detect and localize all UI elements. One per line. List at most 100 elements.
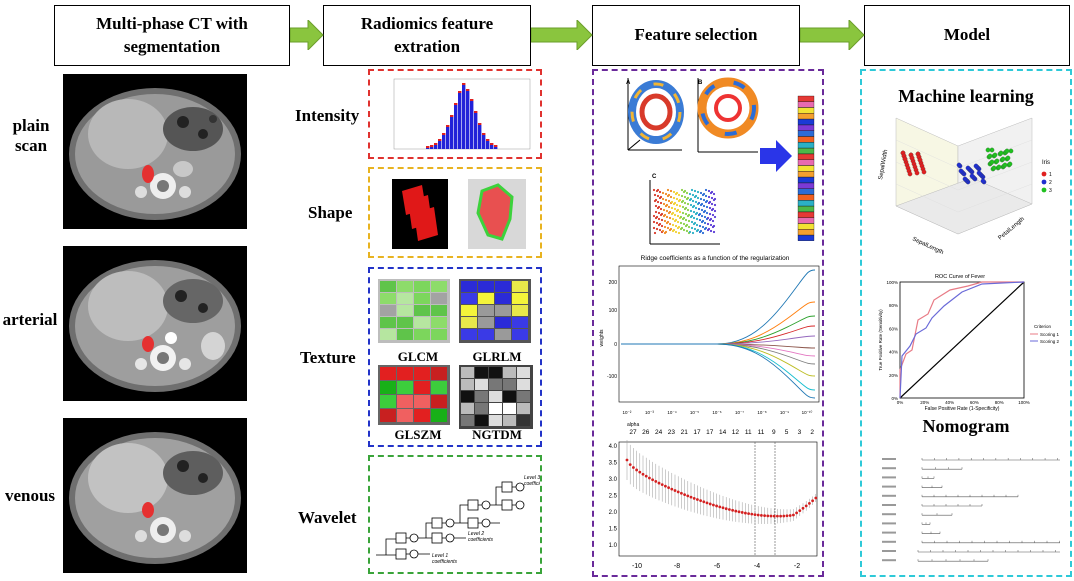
lasso-mean-point: [782, 514, 786, 518]
embedding-point: [665, 209, 669, 213]
svg-text:coefficients: coefficients: [468, 537, 494, 543]
ct-label-venous: venous: [4, 486, 56, 505]
unrolled-embedding-c: [649, 180, 720, 245]
lasso-xtick: -6: [714, 563, 720, 570]
embedding-point: [707, 189, 711, 193]
matrix-cell: [475, 379, 488, 390]
embedding-point: [695, 211, 699, 215]
embedding-point: [705, 211, 709, 215]
embedding-point: [671, 223, 675, 227]
svg-text:2: 2: [1049, 180, 1052, 186]
ridge-xtick: 10⁻⁹: [780, 410, 789, 415]
lasso-mean-point: [712, 503, 715, 507]
embedding-point: [652, 220, 656, 224]
embedding-point: [674, 218, 678, 222]
embedding-point: [692, 204, 696, 208]
matrix-cell: [512, 329, 528, 340]
matrix-cell: [397, 395, 413, 408]
embedding-point: [694, 200, 698, 204]
embedding-point: [680, 194, 684, 198]
embedding-point: [689, 203, 693, 207]
scatter-point: [1007, 161, 1013, 167]
scatter-point: [969, 173, 975, 179]
scatter-point: [958, 168, 964, 174]
embedding-point: [676, 214, 680, 218]
embedding-point: [706, 216, 710, 220]
matrix-cell: [431, 381, 447, 394]
ridge-title: Ridge coefficients as a function of the …: [641, 255, 790, 262]
matrix-cell: [414, 281, 430, 292]
lasso-mean-point: [795, 511, 798, 515]
feature-strip-cell: [797, 119, 815, 125]
ridge-xtick: 10⁻⁸: [757, 410, 766, 415]
embedding-point: [703, 221, 707, 225]
embedding-point: [683, 201, 687, 205]
roc-legend: Criterion Scoring 1 Scoring 2: [1030, 324, 1060, 344]
embedding-point: [684, 206, 688, 210]
matrix-cell: [431, 367, 447, 380]
histogram-bar: [494, 147, 498, 149]
lasso-mean-point: [641, 472, 645, 476]
matrix-cell: [489, 379, 502, 390]
histogram-bar-cap: [486, 139, 490, 141]
scatter-point: [996, 164, 1002, 170]
lasso-mean-point: [785, 514, 789, 518]
ridge-ylabel: weights: [599, 329, 605, 346]
lasso-mean-point: [724, 507, 728, 511]
ridge-xtick: 10⁻⁴: [667, 410, 676, 415]
matrix-cell: [478, 293, 494, 304]
embedding-point: [701, 219, 705, 223]
lasso-mean-point: [651, 478, 654, 482]
embedding-point: [684, 218, 688, 222]
lasso-mean-point: [721, 506, 725, 510]
ridge-xtick: 10⁻¹⁰: [802, 410, 813, 415]
selected-feature-strip: [797, 95, 815, 241]
scatter-point: [914, 170, 920, 176]
lasso-mean-point: [667, 486, 670, 490]
glrlm-matrix: [459, 279, 531, 343]
lasso-top-tick: 9: [772, 429, 776, 436]
lasso-mean-point: [702, 500, 706, 504]
embedding-point: [708, 212, 712, 216]
roc-xtick: 0%: [897, 400, 904, 405]
embedding-point: [654, 210, 658, 214]
embedding-point: [681, 205, 685, 209]
embedding-point: [713, 197, 717, 201]
embedding-point: [669, 195, 673, 199]
scatter-point: [907, 171, 913, 177]
embedding-point: [698, 218, 702, 222]
embedding-point: [681, 199, 685, 203]
swiss-roll-a: [627, 78, 684, 151]
embedding-point: [656, 200, 660, 204]
lasso-mean-point: [648, 476, 651, 480]
embedding-point: [700, 208, 704, 212]
lasso-mean-point: [718, 505, 722, 509]
lasso-mean-point: [664, 484, 667, 488]
embedding-point: [666, 226, 670, 230]
embedding-point: [677, 231, 681, 235]
texture-label-ngtdm: NGTDM: [472, 427, 522, 442]
lasso-mean-point: [756, 513, 760, 517]
embedding-point: [712, 230, 716, 234]
embedding-point: [705, 205, 709, 209]
scatter-point: [917, 157, 923, 163]
embedding-point: [692, 210, 696, 214]
embedding-point: [664, 192, 668, 196]
lasso-top-tick: 5: [785, 429, 789, 436]
lasso-top-tick: 14: [719, 429, 727, 436]
embedding-point: [687, 219, 691, 223]
intensity-panel: [368, 69, 542, 159]
matrix-cell: [475, 415, 488, 426]
embedding-point: [700, 202, 704, 206]
lasso-mean-point: [798, 509, 802, 513]
svg-text:coefficients: coefficients: [432, 559, 458, 565]
histogram-bar: [430, 147, 434, 149]
embedding-point: [685, 191, 689, 195]
histogram-bar: [490, 145, 494, 149]
nomogram-figure: [882, 458, 1060, 562]
embedding-point: [704, 226, 708, 230]
histogram-bar-cap: [478, 123, 482, 125]
feature-selection-panel: [592, 69, 824, 577]
histogram-bar: [454, 105, 458, 149]
